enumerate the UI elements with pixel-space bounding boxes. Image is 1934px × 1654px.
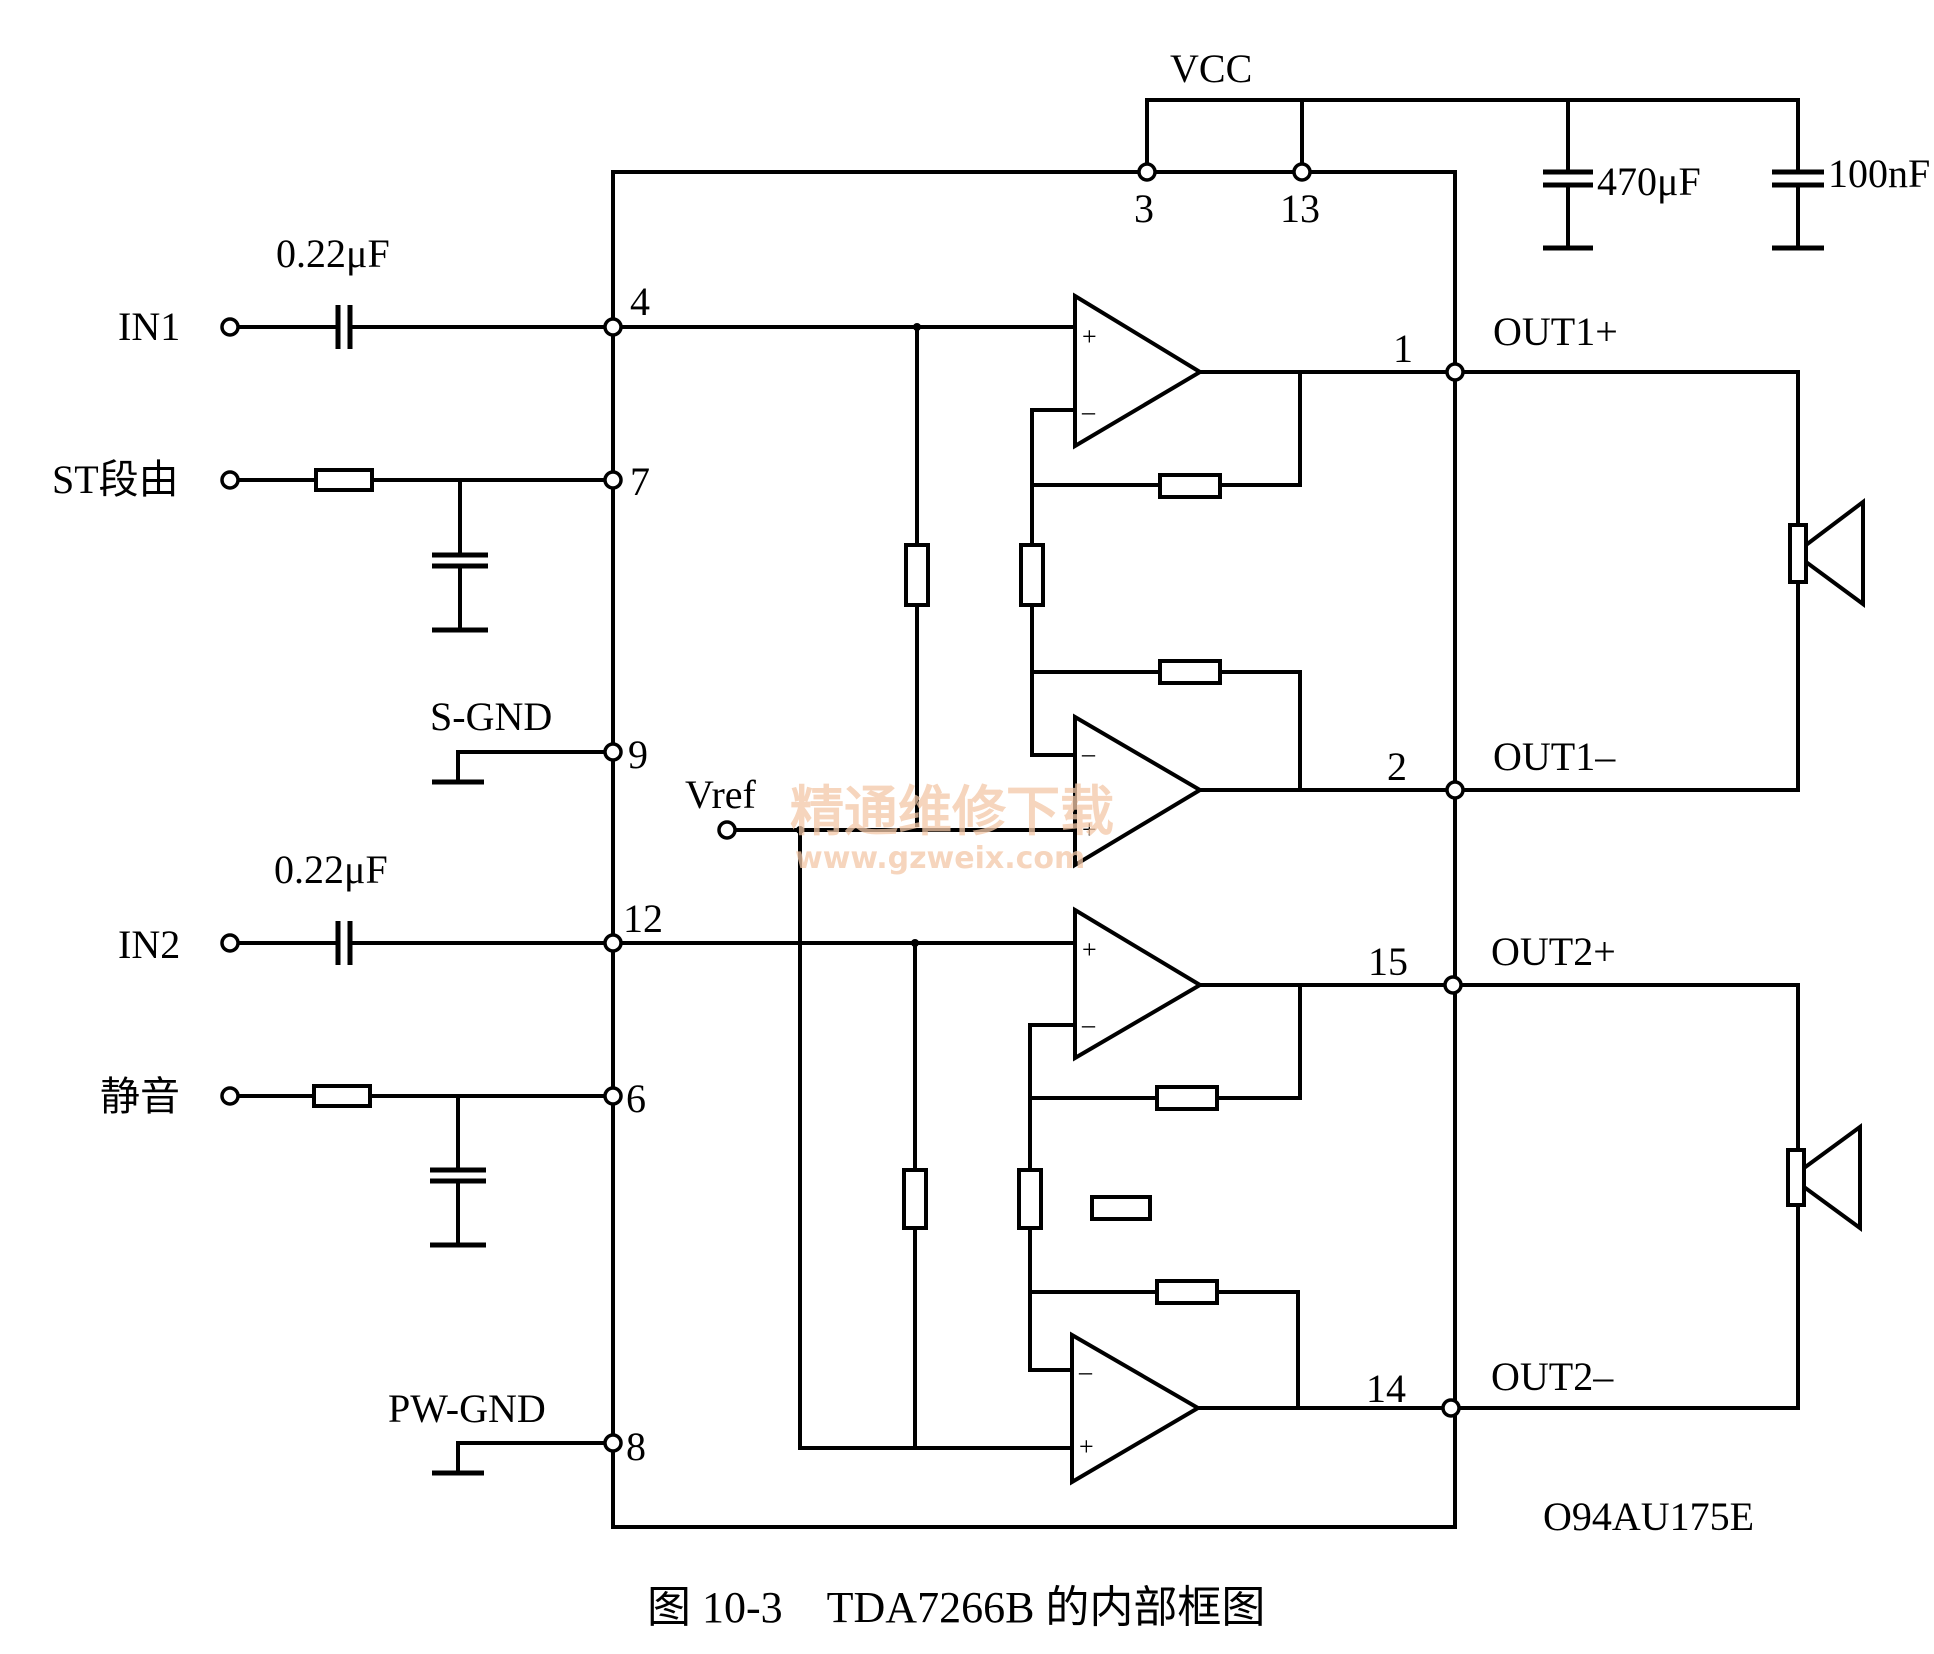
amplifier-a3: + –	[1073, 906, 1204, 1062]
svg-text:2: 2	[1387, 744, 1407, 789]
svg-text:4: 4	[630, 279, 650, 324]
svg-text:www.gzweix.com: www.gzweix.com	[795, 841, 1085, 876]
figure-caption: 图 10-3 TDA7266B 的内部框图	[647, 1583, 1265, 1632]
internal-resistors	[902, 473, 1222, 1305]
out1m-label: OUT1–	[1493, 734, 1616, 779]
cap-100-label: 100nF	[1828, 151, 1930, 196]
svg-text:+: +	[1082, 815, 1097, 844]
speaker-1-wiring	[1453, 370, 1865, 792]
amplifier-a1: + –	[1073, 292, 1204, 450]
vref-label: Vref	[685, 772, 757, 817]
out2p-label: OUT2+	[1491, 929, 1616, 974]
svg-text:–: –	[1081, 739, 1096, 768]
s-gnd-label: S-GND	[430, 694, 552, 739]
resistor	[1155, 1085, 1219, 1111]
vcc-label: VCC	[1170, 46, 1252, 91]
speaker-2-cone-icon	[1802, 1123, 1862, 1232]
in2-label: IN2	[118, 922, 180, 967]
svg-text:9: 9	[628, 732, 648, 777]
mute-label: 静音	[100, 1074, 180, 1119]
in1-label: IN1	[118, 304, 180, 349]
resistor	[1158, 659, 1222, 685]
input-wiring	[236, 305, 615, 1476]
speaker-2-wiring	[1449, 983, 1862, 1410]
cap-470-label: 470μF	[1597, 159, 1701, 204]
svg-text:–: –	[1081, 397, 1096, 426]
internal-wiring	[611, 325, 1457, 1450]
out2m-label: OUT2–	[1491, 1354, 1614, 1399]
svg-text:精通维修下载: 精通维修下载	[790, 780, 1114, 843]
speaker-2-icon	[1786, 1148, 1806, 1207]
resistor	[1090, 1195, 1152, 1221]
svg-text:–: –	[1081, 1010, 1096, 1039]
svg-text:–: –	[1078, 1357, 1093, 1386]
resistor	[902, 1168, 928, 1230]
svg-text:12: 12	[623, 896, 663, 941]
pin-markers	[220, 162, 1465, 1453]
svg-text:3: 3	[1134, 186, 1154, 231]
amplifier-a4: – +	[1070, 1331, 1202, 1486]
svg-text:15: 15	[1368, 939, 1408, 984]
svg-text:13: 13	[1280, 186, 1320, 231]
amplifier-a2: – +	[1073, 713, 1204, 869]
ic-outline	[611, 170, 1457, 1529]
svg-text:+: +	[1082, 935, 1097, 964]
st-by-label: ST段由	[52, 457, 179, 502]
svg-text:7: 7	[630, 459, 650, 504]
pin-numbers: 3 13 4 7 9 12 6 8 1 2 15 14	[623, 186, 1413, 1469]
speaker-1-icon	[1788, 523, 1808, 584]
cap-in1-label: 0.22μF	[276, 231, 390, 276]
resistor	[1019, 543, 1045, 607]
svg-text:+: +	[1082, 322, 1097, 351]
resistor	[1017, 1168, 1043, 1230]
part-code-label: O94AU175E	[1543, 1494, 1754, 1539]
speaker-1-cone-icon	[1804, 497, 1865, 608]
svg-text:+: +	[1079, 1432, 1094, 1461]
resistor	[1155, 1279, 1219, 1305]
svg-text:8: 8	[626, 1424, 646, 1469]
text-labels: VCC 470μF 100nF 0.22μF 0.22μF IN1 ST段由 S…	[52, 46, 1930, 1539]
watermark: 精通维修下载 www.gzweix.com	[790, 780, 1114, 876]
svg-text:6: 6	[626, 1076, 646, 1121]
cap-in2-label: 0.22μF	[274, 847, 388, 892]
svg-text:1: 1	[1393, 326, 1413, 371]
svg-text:14: 14	[1366, 1366, 1406, 1411]
vcc-network	[1145, 98, 1824, 251]
resistor	[904, 543, 930, 607]
resistor	[1158, 473, 1222, 499]
pw-gnd-label: PW-GND	[388, 1386, 546, 1431]
out1p-label: OUT1+	[1493, 309, 1618, 354]
